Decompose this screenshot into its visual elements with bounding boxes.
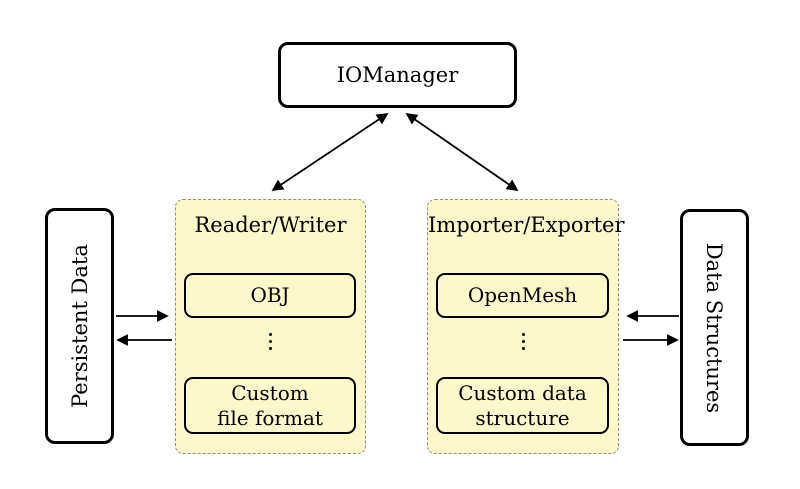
group-importer-exporter-title: Importer/Exporter [428,213,625,237]
ellipsis-icon [428,330,618,352]
group-reader-writer: Reader/Writer OBJ Custom file format [175,199,366,454]
node-openmesh: OpenMesh [436,273,609,318]
node-obj: OBJ [184,273,356,318]
arrow-iomanager-importerexporter [405,113,519,191]
node-iomanager-label: IOManager [336,63,459,87]
node-data-structures: Data Structures [680,209,749,446]
node-persistent-data: Persistent Data [45,208,114,444]
arrow-iomanager-readerwriter [271,113,389,191]
ellipsis-icon [176,330,365,352]
node-custom-file-format: Custom file format [184,377,356,434]
group-reader-writer-title: Reader/Writer [194,213,347,237]
node-iomanager: IOManager [278,42,517,108]
node-custom-data-structure: Custom data structure [436,377,609,434]
node-persistent-data-label: Persistent Data [67,244,92,408]
node-data-structures-label: Data Structures [702,242,727,413]
group-importer-exporter: Importer/Exporter OpenMesh Custom data s… [427,199,625,454]
